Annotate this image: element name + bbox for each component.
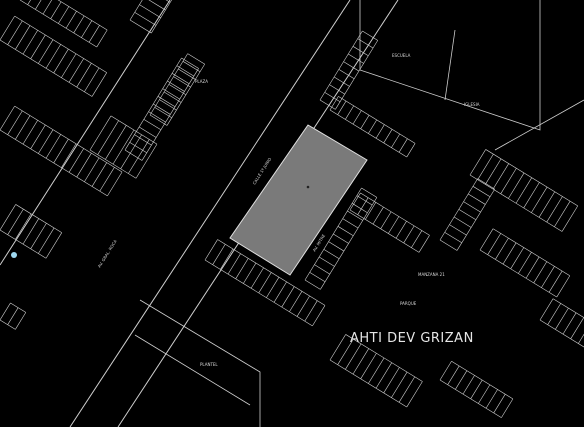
parcel-label-plaza: PLAZA bbox=[195, 79, 208, 84]
map-watermark: AHTI DEV GRIZAN bbox=[350, 331, 474, 346]
location-marker-icon bbox=[11, 252, 17, 258]
parcel-marker-icon bbox=[306, 185, 310, 189]
parcel-label-plantel: PLANTEL bbox=[200, 362, 218, 367]
parcel-label-parque: PARQUE bbox=[400, 301, 417, 306]
lower-block bbox=[134, 299, 261, 427]
parcel-label-iglesia: IGLESIA bbox=[464, 102, 480, 107]
parcel-grid bbox=[0, 0, 584, 418]
parcel-label-escuela: ESCUELA bbox=[392, 53, 411, 58]
upper-right-block bbox=[359, 0, 584, 151]
parcel-label-manzana: MANZANA 21 bbox=[418, 272, 445, 277]
highlighted-parcel[interactable] bbox=[229, 124, 368, 276]
